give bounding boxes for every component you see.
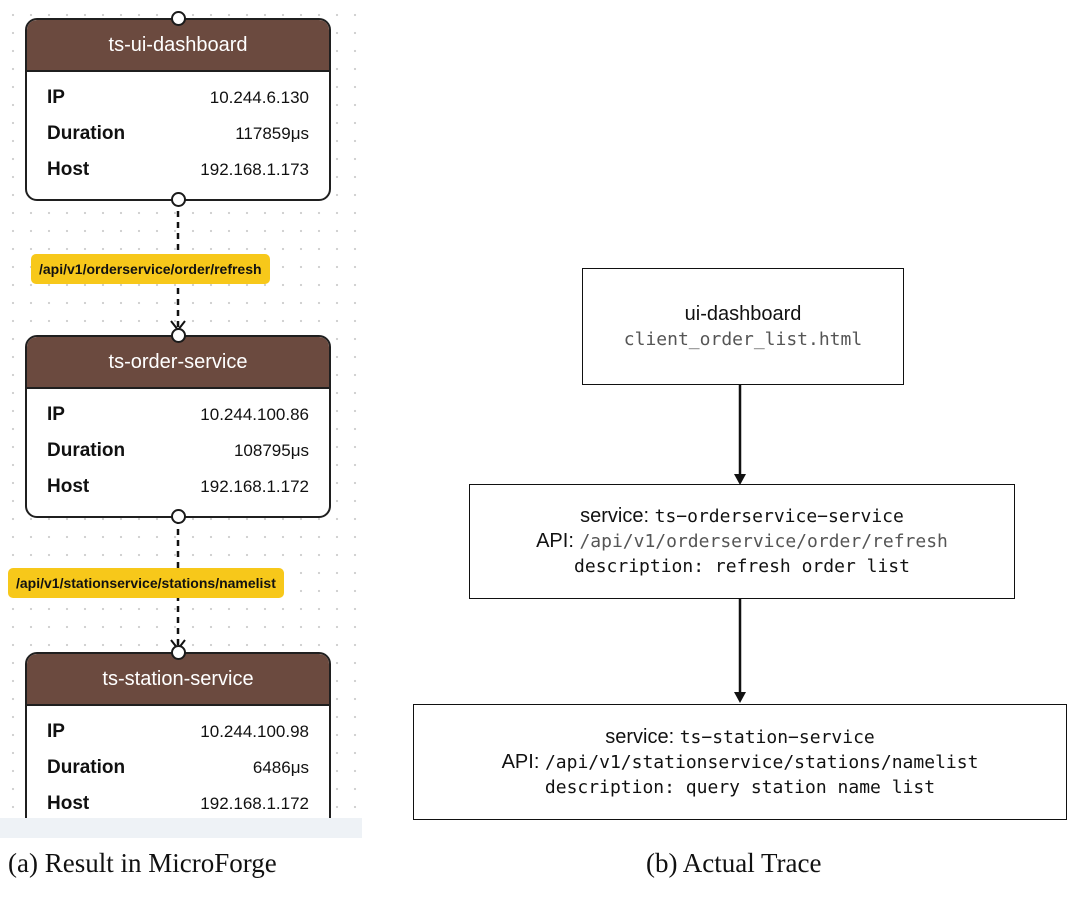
trace-arrowhead-2 — [734, 692, 746, 703]
service-prefix: service: — [605, 725, 680, 748]
row-key: Duration — [47, 757, 126, 778]
api-prefix: API: — [501, 750, 545, 773]
trace-arrowhead-1 — [734, 474, 746, 485]
node-title: ts-ui-dashboard — [27, 20, 329, 72]
row-value: 10.244.100.86 — [200, 405, 309, 424]
api-value: /api/v1/orderservice/order/refresh — [579, 531, 948, 552]
node-title: ts-station-service — [27, 654, 329, 706]
node-row-ip: IP 10.244.6.130 — [27, 80, 329, 116]
row-key: Host — [47, 476, 90, 497]
api-value: /api/v1/stationservice/stations/namelist — [544, 751, 979, 773]
trace-box-station-service: service: ts−station−service API: /api/v1… — [413, 704, 1067, 820]
node-output-port[interactable] — [171, 509, 186, 524]
caption-b: (b) Actual Trace — [646, 848, 822, 878]
row-key: Duration — [47, 123, 126, 144]
node-output-port[interactable] — [171, 192, 186, 207]
row-value: 192.168.1.172 — [200, 794, 309, 813]
trace-description: description: refresh order list — [574, 556, 910, 577]
row-value: 192.168.1.172 — [200, 477, 309, 496]
node-row-host: Host 192.168.1.173 — [27, 152, 329, 188]
service-node-ts-order-service[interactable]: ts-order-service IP 10.244.100.86 Durati… — [25, 335, 331, 518]
row-value: 192.168.1.173 — [200, 160, 309, 179]
row-key: IP — [47, 87, 65, 108]
row-value: 117859μs — [235, 124, 309, 143]
trace-api-line: API: /api/v1/orderservice/order/refresh — [470, 529, 1014, 554]
row-key: IP — [47, 404, 65, 425]
node-row-host: Host 192.168.1.172 — [27, 469, 329, 505]
row-value: 10.244.100.98 — [200, 722, 309, 741]
edge-label-1[interactable]: /api/v1/orderservice/order/refresh — [31, 254, 270, 284]
row-value: 6486μs — [252, 758, 309, 777]
row-value: 10.244.6.130 — [209, 88, 309, 107]
service-value: ts−orderservice−service — [654, 506, 904, 527]
service-node-ts-station-service[interactable]: ts-station-service IP 10.244.100.98 Dura… — [25, 652, 331, 838]
trace-service-line: service: ts−station−service — [414, 725, 1066, 750]
edge-label-2[interactable]: /api/v1/stationservice/stations/namelist — [8, 568, 284, 598]
node-row-ip: IP 10.244.100.98 — [27, 714, 329, 750]
node-row-ip: IP 10.244.100.86 — [27, 397, 329, 433]
node-title: ts-order-service — [27, 337, 329, 389]
row-key: Host — [47, 159, 90, 180]
trace-service-name: ui-dashboard — [684, 302, 802, 325]
trace-box-ui-dashboard: ui-dashboard client_order_list.html — [582, 268, 904, 385]
canvas-bottom-bar — [0, 818, 362, 838]
trace-service-line: service: ts−orderservice−service — [470, 504, 1014, 529]
trace-api-line: API: /api/v1/stationservice/stations/nam… — [414, 750, 1066, 775]
node-row-duration: Duration 117859μs — [27, 116, 329, 152]
row-key: Duration — [47, 440, 126, 461]
trace-page-name: client_order_list.html — [623, 328, 863, 350]
caption-a: (a) Result in MicroForge — [8, 848, 277, 878]
row-key: Host — [47, 793, 90, 814]
node-row-duration: Duration 6486μs — [27, 750, 329, 786]
service-value: ts−station−service — [679, 726, 875, 748]
row-key: IP — [47, 721, 65, 742]
service-prefix: service: — [580, 505, 655, 527]
row-value: 108795μs — [233, 441, 309, 460]
trace-box-orderservice: service: ts−orderservice−service API: /a… — [469, 484, 1015, 599]
api-prefix: API: — [536, 530, 580, 552]
node-input-port[interactable] — [171, 645, 186, 660]
trace-description: description: query station name list — [544, 776, 936, 798]
node-row-host: Host 192.168.1.172 — [27, 786, 329, 822]
node-row-duration: Duration 108795μs — [27, 433, 329, 469]
node-input-port[interactable] — [171, 328, 186, 343]
microforge-panel: ts-ui-dashboard IP 10.244.6.130 Duration… — [0, 0, 362, 838]
node-input-port[interactable] — [171, 11, 186, 26]
